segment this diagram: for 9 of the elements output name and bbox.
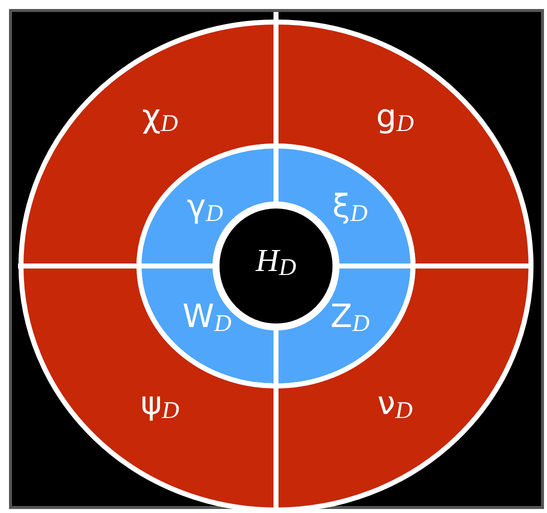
segment-label: ν$_{D}$ <box>377 387 413 423</box>
segment-label: ξ$_{D}$ <box>332 190 368 226</box>
segment-label: g$_{D}$ <box>376 100 414 136</box>
segment-label: γ$_{D}$ <box>186 190 224 226</box>
segment-label: χ$_{D}$ <box>142 100 178 136</box>
segment-label: H$_{D}$ <box>256 244 296 280</box>
segment-label: Z$_{D}$ <box>330 300 370 336</box>
segment-label: W$_{D}$ <box>182 300 232 336</box>
segment-label: ψ$_{D}$ <box>140 387 180 423</box>
